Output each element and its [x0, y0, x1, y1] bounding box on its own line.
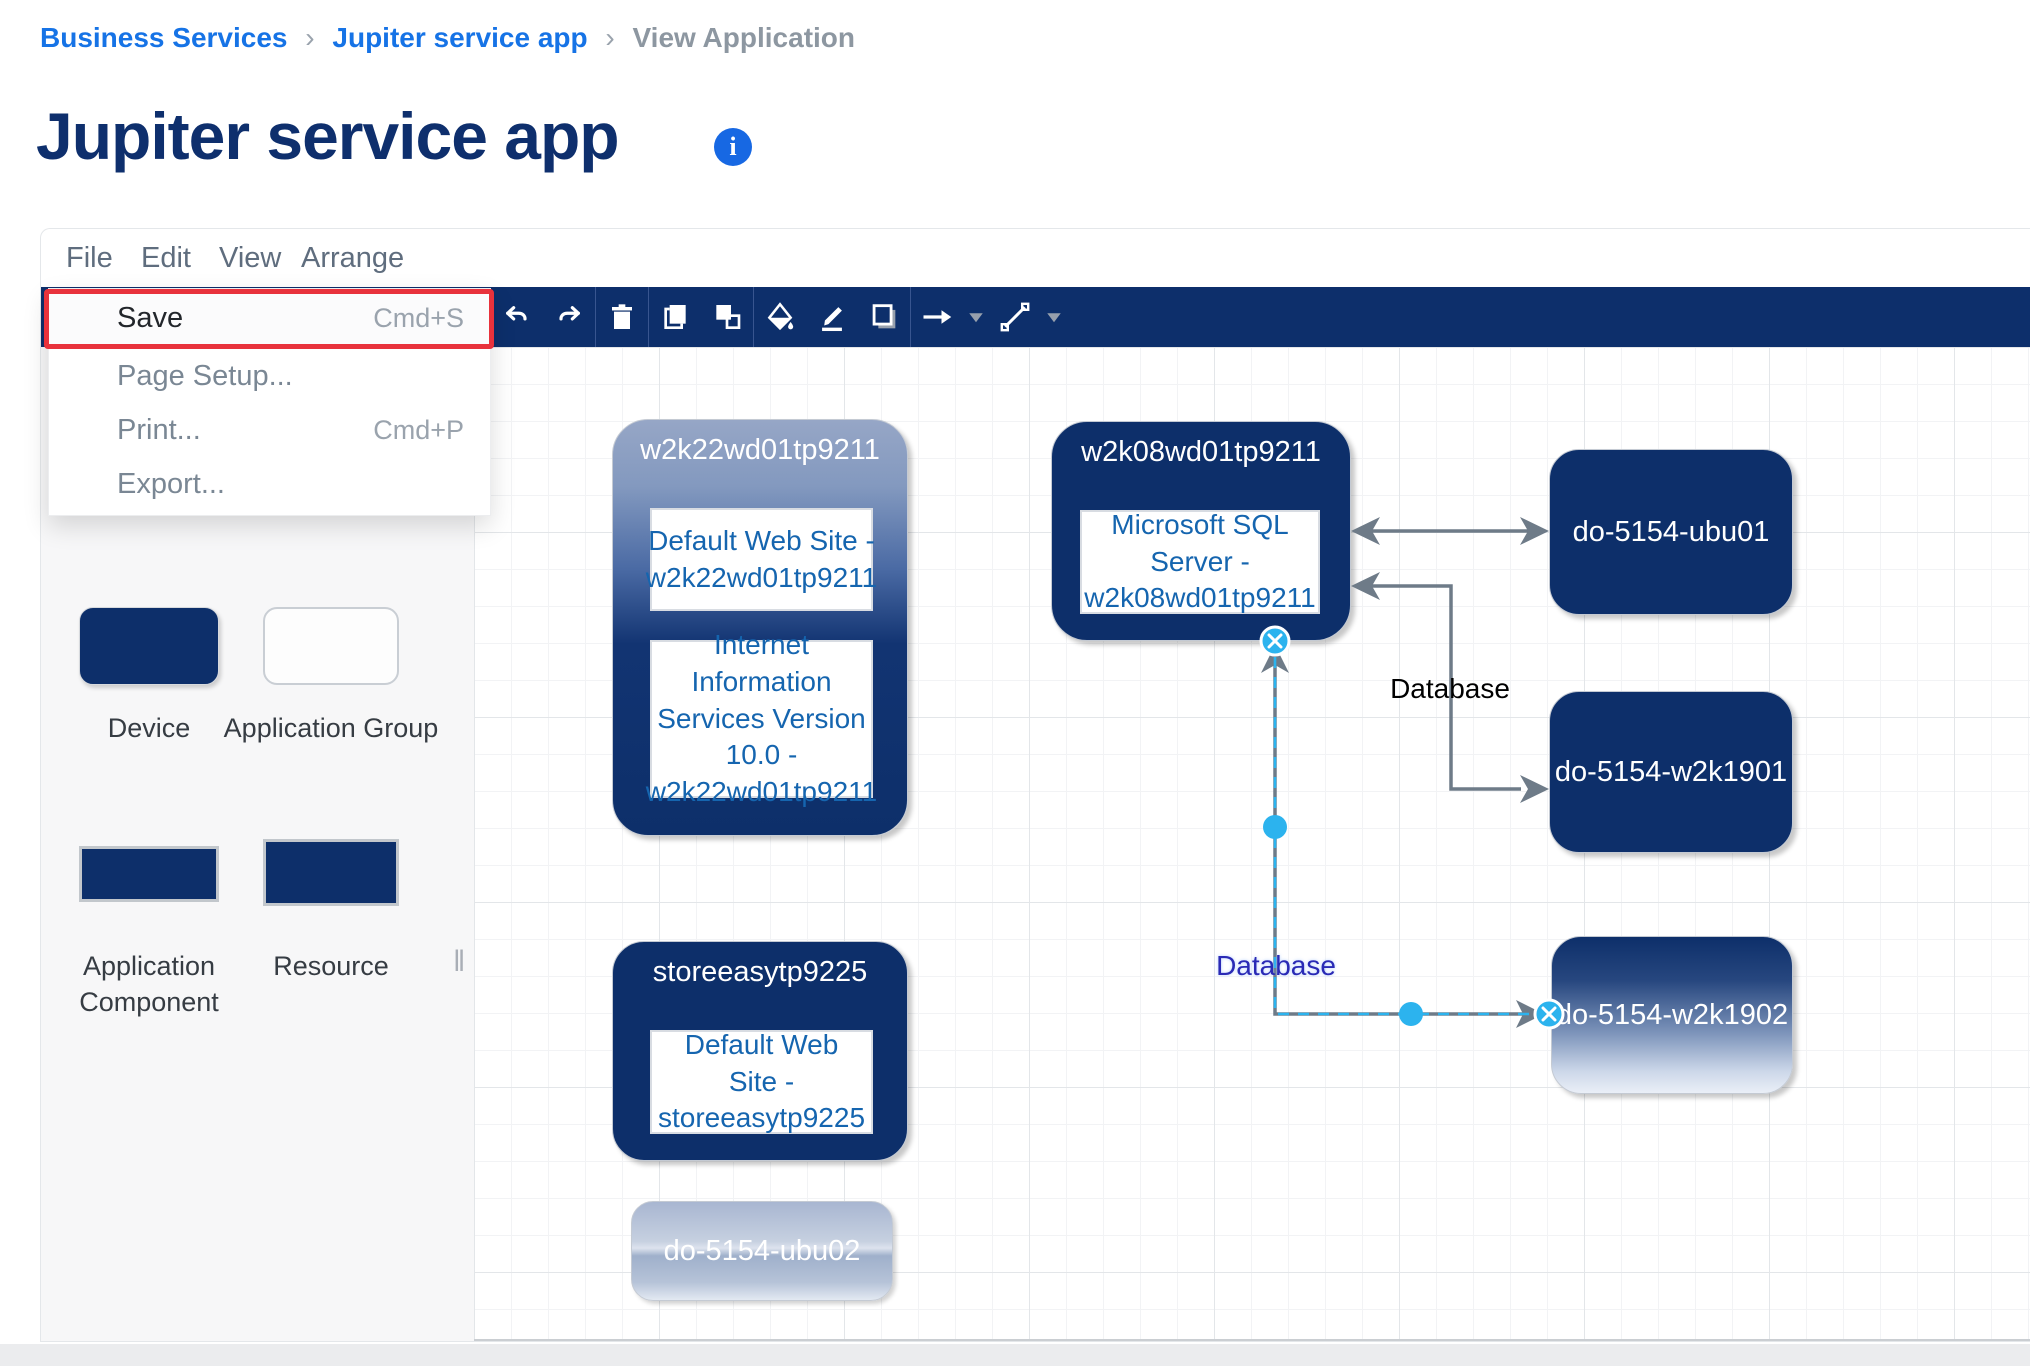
container-title: w2k08wd01tp9211: [1081, 436, 1321, 468]
palette-label-resource: Resource: [273, 951, 389, 981]
delete-icon[interactable]: [596, 287, 648, 347]
breadcrumb-link-business-services[interactable]: Business Services: [40, 22, 288, 53]
edit-style-icon[interactable]: [806, 287, 858, 347]
palette-shape-resource[interactable]: [263, 839, 399, 906]
node-do-5154-w2k1902[interactable]: do-5154-w2k1902: [1551, 936, 1793, 1094]
edge-waypoint-handle: [1399, 1002, 1423, 1026]
palette-shape-application-group[interactable]: [263, 607, 399, 685]
breadcrumb-current: View Application: [632, 22, 855, 53]
palette-label-device: Device: [107, 713, 191, 743]
edge-sql-ubu01[interactable]: [1351, 517, 1549, 545]
toolbar-separator: [648, 287, 649, 347]
toolbar-separator: [910, 287, 911, 347]
connection-arrow-caret-icon[interactable]: [963, 287, 989, 347]
child-node-default-web-site-w2k22[interactable]: Default Web Site - w2k22wd01tp9211: [646, 508, 877, 611]
editor-menu-bar: File Edit View Arrange: [41, 229, 2030, 287]
child-node-default-web-site-storeeasy[interactable]: Default Web Site - storeeasytp9225: [650, 1029, 873, 1134]
undo-icon[interactable]: [491, 287, 543, 347]
toolbar-separator: [753, 287, 754, 347]
file-menu-print-label: Print...: [117, 414, 201, 446]
connector-line-icon[interactable]: [989, 287, 1041, 347]
diagram-editor: File Edit View Arrange: [40, 228, 2030, 1342]
breadcrumb: Business Services › Jupiter service app …: [40, 22, 855, 54]
page-title: Jupiter service app: [36, 99, 620, 173]
container-title: storeeasytp9225: [652, 956, 868, 988]
palette-resize-handle[interactable]: ‖: [453, 945, 466, 978]
file-menu-export-label: Export...: [117, 468, 225, 500]
breadcrumb-link-jupiter-service-app[interactable]: Jupiter service app: [332, 22, 588, 53]
horizontal-scrollbar[interactable]: [0, 1344, 2030, 1366]
container-w2k22wd01tp9211[interactable]: w2k22wd01tp9211 Default Web Site - w2k22…: [612, 419, 908, 836]
file-menu-dropdown: Save Cmd+S Page Setup... Print... Cmd+P …: [44, 288, 494, 516]
breadcrumb-separator: ›: [605, 22, 615, 53]
connector-line-caret-icon[interactable]: [1041, 287, 1067, 347]
redo-icon[interactable]: [543, 287, 595, 347]
palette-shape-application-component[interactable]: [79, 846, 219, 902]
file-menu-page-setup-label: Page Setup...: [117, 360, 293, 392]
shadow-icon[interactable]: [858, 287, 910, 347]
menu-arrange[interactable]: Arrange: [301, 242, 405, 274]
node-do-5154-w2k1901[interactable]: do-5154-w2k1901: [1549, 691, 1793, 853]
file-menu-save-label: Save: [117, 302, 184, 334]
file-menu-item-export[interactable]: Export...: [49, 457, 490, 511]
connection-arrow-icon[interactable]: [911, 287, 963, 347]
container-w2k08wd01tp9211[interactable]: w2k08wd01tp9211 Microsoft SQL Server - w…: [1051, 421, 1351, 641]
file-menu-save-shortcut: Cmd+S: [373, 303, 464, 333]
file-menu-item-save[interactable]: Save Cmd+S: [49, 291, 490, 345]
menu-file[interactable]: File: [66, 242, 113, 274]
child-node-mssql-w2k08[interactable]: Microsoft SQL Server - w2k08wd01tp9211: [1080, 509, 1320, 614]
file-menu-item-print[interactable]: Print... Cmd+P: [49, 403, 490, 457]
toolbar-separator: [595, 287, 596, 347]
file-menu-print-shortcut: Cmd+P: [373, 415, 464, 445]
breadcrumb-separator: ›: [305, 22, 315, 53]
menu-view[interactable]: View: [219, 242, 282, 274]
palette-label-application-component: Application Component: [79, 951, 219, 1017]
bring-to-front-icon[interactable]: [649, 287, 701, 347]
edge-waypoint-handle: [1263, 815, 1287, 839]
fill-color-icon[interactable]: [754, 287, 806, 347]
container-storeeasytp9225[interactable]: storeeasytp9225 Default Web Site - store…: [612, 941, 908, 1161]
diagram-canvas[interactable]: w2k22wd01tp9211 Default Web Site - w2k22…: [474, 347, 2030, 1341]
file-menu-item-page-setup[interactable]: Page Setup...: [49, 349, 490, 403]
palette-shape-device[interactable]: [79, 607, 219, 685]
child-node-iis-w2k22[interactable]: Internet Information Services Version 10…: [645, 628, 878, 808]
node-do-5154-ubu02[interactable]: do-5154-ubu02: [631, 1201, 893, 1301]
send-to-back-icon[interactable]: [701, 287, 753, 347]
info-icon[interactable]: i: [714, 128, 752, 166]
edge-label-database-w2k1901[interactable]: Database: [1390, 673, 1510, 704]
menu-edit[interactable]: Edit: [141, 242, 191, 274]
palette-label-application-group: Application Group: [223, 713, 439, 743]
edge-label-database-w2k1902[interactable]: Database: [1216, 950, 1336, 981]
node-do-5154-ubu01[interactable]: do-5154-ubu01: [1549, 449, 1793, 615]
container-title: w2k22wd01tp9211: [640, 434, 880, 466]
